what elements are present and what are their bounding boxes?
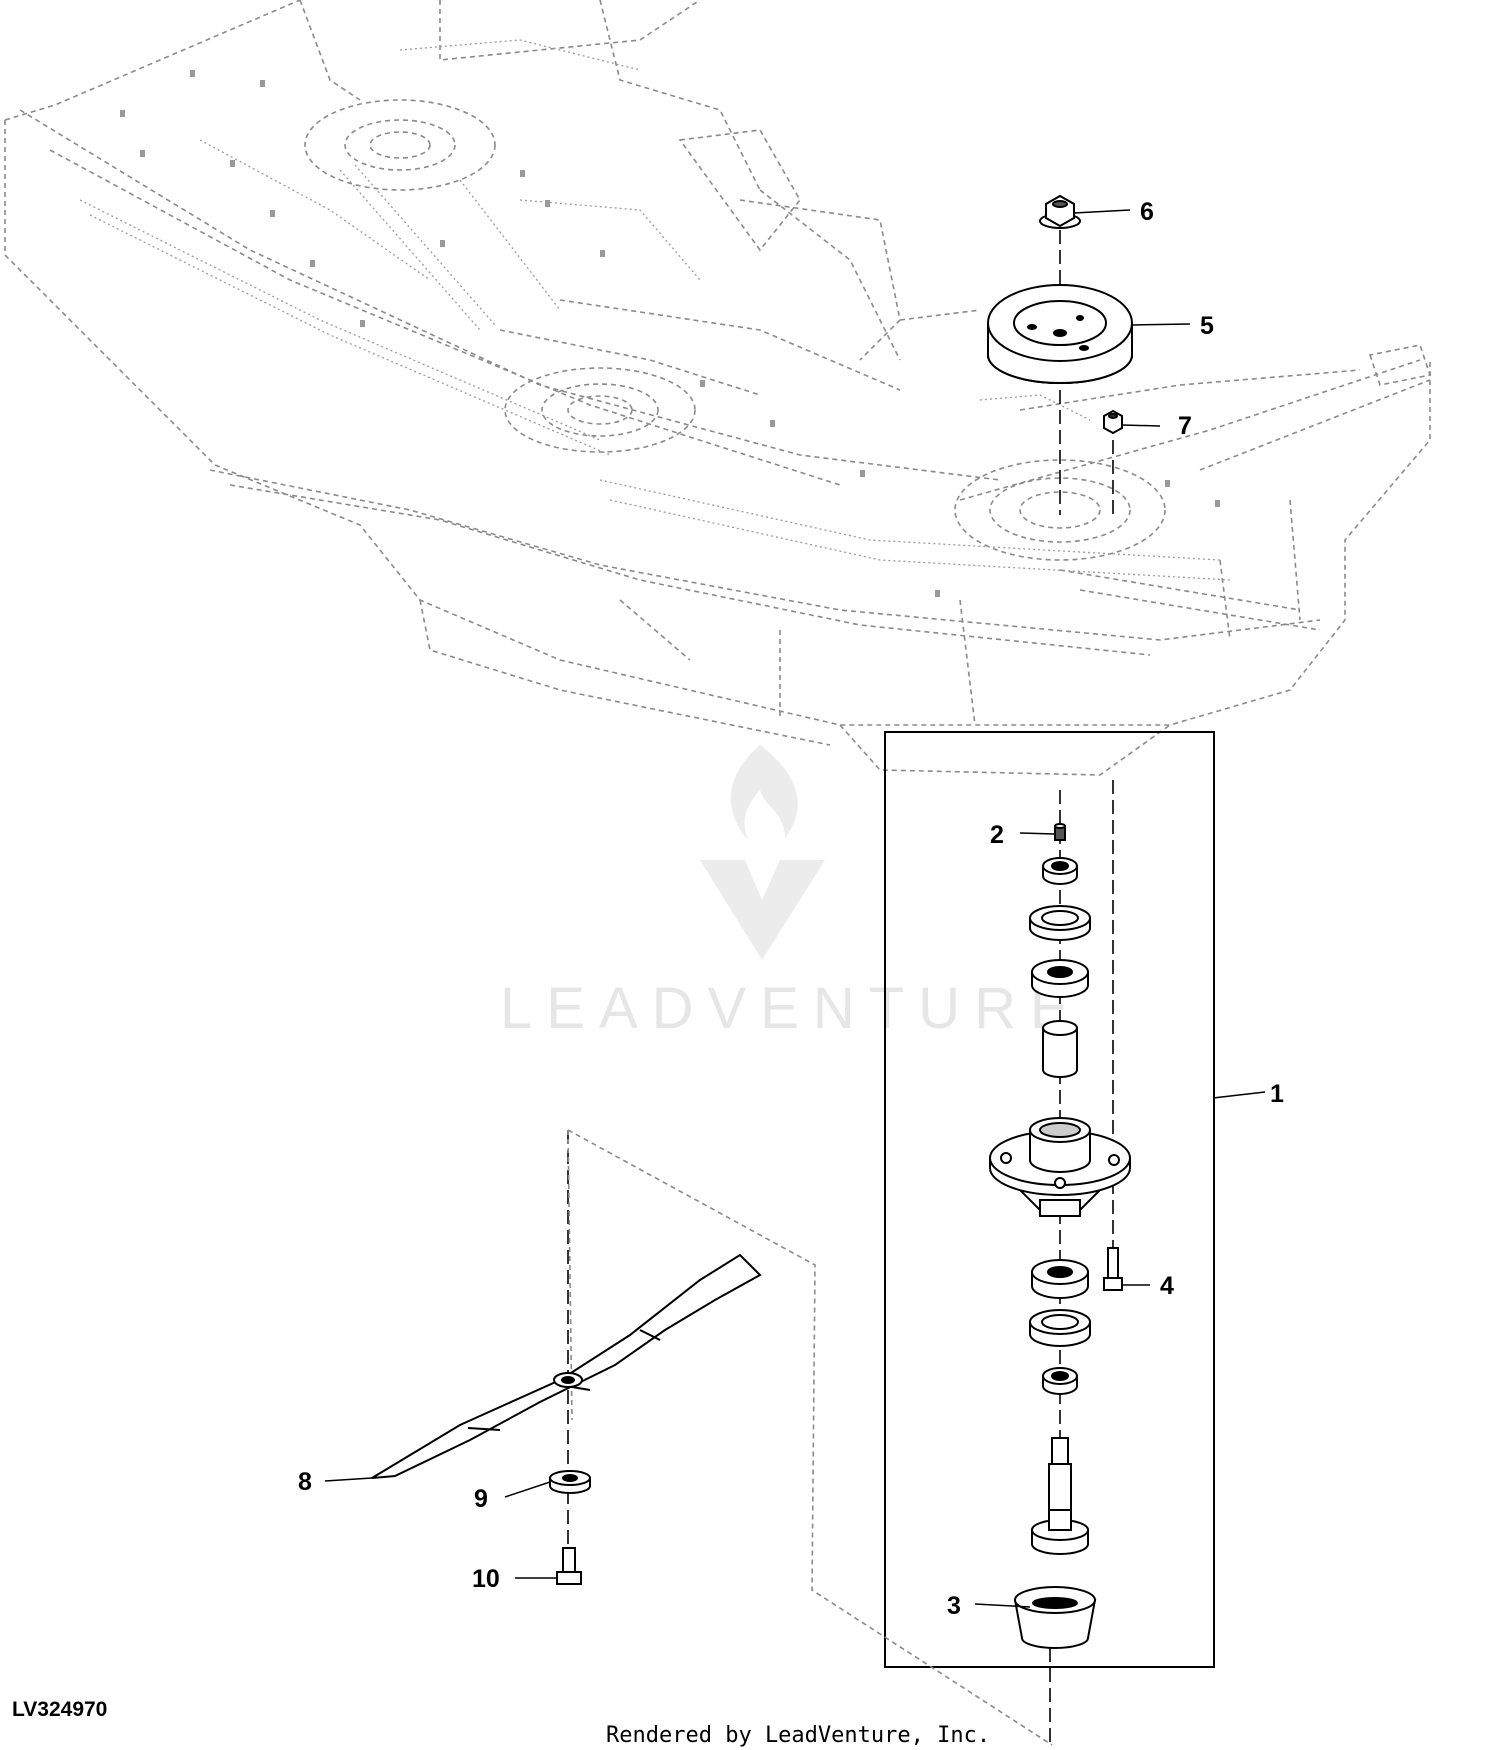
spindle-assembly-box — [884, 731, 1215, 1668]
callout-9: 9 — [474, 1485, 488, 1513]
watermark: LEADVENTURE — [500, 745, 1083, 1041]
figure-id: LV324970 — [12, 1698, 107, 1721]
spacer-sleeve — [1042, 1020, 1078, 1078]
upper-bearing — [1042, 857, 1078, 885]
callout-10: 10 — [472, 1565, 500, 1593]
callout-6: 6 — [1140, 198, 1154, 226]
spindle-shaft — [1031, 1437, 1089, 1555]
watermark-text: LEADVENTURE — [500, 976, 1083, 1041]
bolt-part-4 — [1103, 1247, 1123, 1291]
flange-nut-part-6 — [1039, 194, 1081, 229]
grease-fitting-part-2 — [1054, 823, 1066, 841]
mower-deck-outline — [4, 0, 1432, 776]
callout-labels: 1 2 3 4 5 6 7 8 9 10 — [298, 198, 1284, 1620]
nut-part-7 — [1103, 409, 1123, 435]
upper-ball-bearing — [1031, 959, 1089, 998]
mower-blade-part-8 — [371, 1253, 762, 1479]
render-credit: Rendered by LeadVenture, Inc. — [606, 1723, 990, 1748]
callout-5: 5 — [1200, 312, 1214, 340]
lower-bearing — [1042, 1367, 1078, 1395]
deck-bolt-holes — [120, 70, 1220, 597]
blade-bolt-part-10 — [556, 1547, 582, 1585]
pulley-part-5 — [987, 284, 1133, 384]
callout-1: 1 — [1270, 1080, 1284, 1108]
callout-2: 2 — [990, 821, 1004, 849]
shield-cup-part-3 — [1013, 1586, 1097, 1649]
lower-ball-bearing — [1031, 1259, 1089, 1299]
callout-3: 3 — [947, 1592, 961, 1620]
washer-part-9 — [549, 1470, 591, 1494]
lower-seal — [1029, 1309, 1091, 1347]
upper-seal — [1029, 905, 1091, 941]
callout-4: 4 — [1160, 1272, 1174, 1300]
callout-8: 8 — [298, 1468, 312, 1496]
flame-v-logo-icon — [700, 745, 825, 960]
callout-leaders — [324, 209, 1266, 1608]
spindle-housing — [989, 1117, 1131, 1217]
callout-7: 7 — [1178, 412, 1192, 440]
